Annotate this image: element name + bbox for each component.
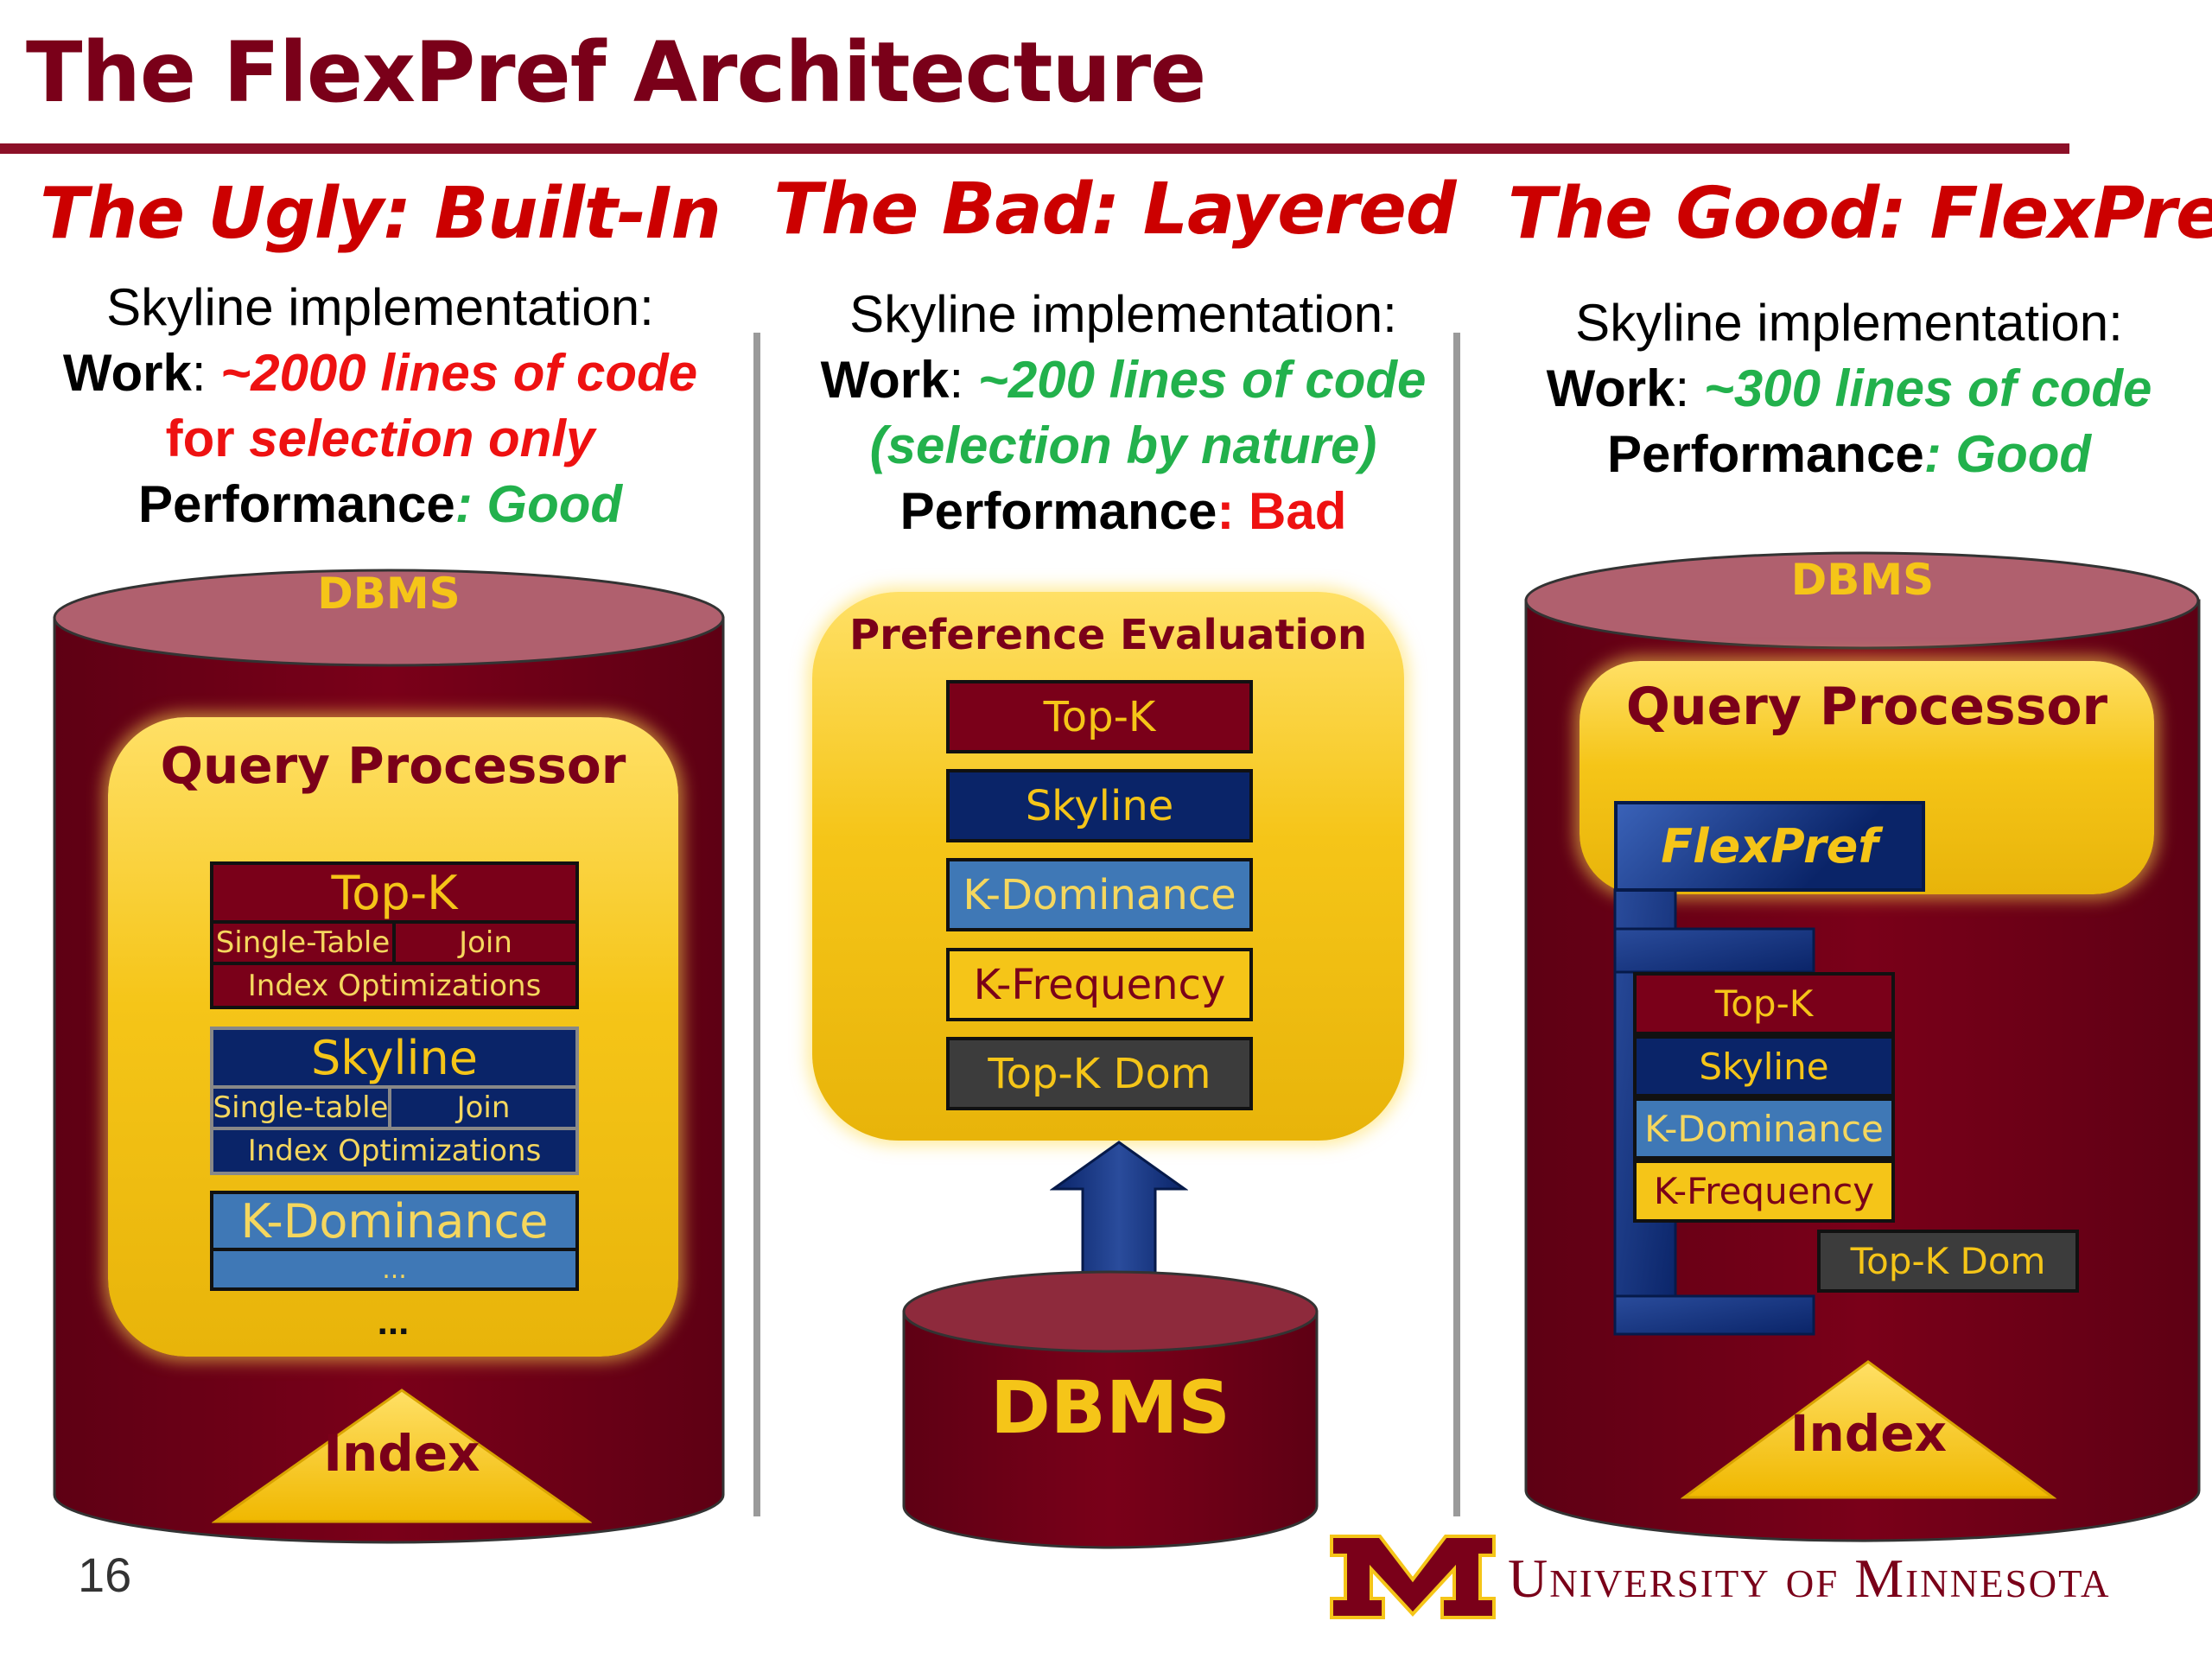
builtin-kdom-more: ... bbox=[210, 1248, 579, 1291]
layered-item-skyline: Skyline bbox=[946, 769, 1253, 842]
divider-left bbox=[753, 333, 760, 1516]
builtin-index-triangle bbox=[212, 1389, 592, 1523]
flexpref-index-label: Index bbox=[1789, 1404, 1948, 1463]
desc-ugly-work-extra: for selection only bbox=[165, 410, 595, 467]
layered-pe-label: Preference Evaluation bbox=[849, 611, 1367, 659]
flexpref-index-triangle bbox=[1681, 1360, 2056, 1499]
flexpref-qp-label: Query Processor bbox=[1625, 677, 2108, 737]
builtin-topk-single: Single-Table bbox=[210, 920, 396, 965]
desc-bad-line1: Skyline implementation: bbox=[849, 285, 1397, 343]
heading-ugly: The Ugly: Built-In bbox=[40, 173, 721, 255]
desc-good-work: Work: ~300 lines of code bbox=[1546, 359, 2152, 417]
flexpref-item-topk: Top-K bbox=[1633, 972, 1895, 1035]
builtin-topk-join: Join bbox=[392, 920, 579, 965]
builtin-topk: Top-K bbox=[210, 861, 579, 924]
flexpref-box: FlexPref bbox=[1614, 801, 1925, 892]
builtin-topk-index: Index Optimizations bbox=[210, 962, 579, 1009]
builtin-query-processor: Query Processor bbox=[108, 717, 678, 1357]
builtin-sky-single: Single-table bbox=[210, 1085, 391, 1130]
builtin-sky-index: Index Optimizations bbox=[210, 1127, 579, 1175]
builtin-qp-label: Query Processor bbox=[160, 736, 626, 795]
desc-bad-work-extra: (selection by nature) bbox=[869, 416, 1377, 474]
flexpref-item-kfrequency: K-Frequency bbox=[1633, 1160, 1895, 1223]
flexpref-item-topk-dom: Top-K Dom bbox=[1817, 1230, 2079, 1293]
page-number: 16 bbox=[78, 1548, 132, 1602]
desc-bad: Skyline implementation: Work: ~200 lines… bbox=[760, 282, 1486, 544]
desc-ugly-perf: Performance: Good bbox=[137, 475, 623, 533]
builtin-kdominance: K-Dominance bbox=[210, 1191, 579, 1251]
desc-bad-perf: Performance: Bad bbox=[899, 482, 1347, 540]
title-rule bbox=[0, 143, 2069, 154]
divider-right bbox=[1453, 333, 1460, 1516]
layered-item-kfrequency: K-Frequency bbox=[946, 948, 1253, 1021]
desc-ugly: Skyline implementation: Work: ~2000 line… bbox=[17, 275, 743, 537]
layered-item-topk: Top-K bbox=[946, 680, 1253, 753]
desc-good: Skyline implementation: Work: ~300 lines… bbox=[1486, 290, 2212, 487]
layered-dbms-cylinder bbox=[902, 1270, 1319, 1549]
builtin-dbms-label: DBMS bbox=[317, 569, 461, 619]
heading-good: The Good: FlexPref bbox=[1508, 173, 2212, 255]
desc-ugly-line1: Skyline implementation: bbox=[106, 278, 654, 336]
umn-m-logo bbox=[1330, 1535, 1496, 1619]
desc-good-line1: Skyline implementation: bbox=[1575, 294, 2123, 352]
builtin-sky-join: Join bbox=[388, 1085, 579, 1130]
flexpref-item-kdominance: K-Dominance bbox=[1633, 1097, 1895, 1160]
heading-bad: The Bad: Layered bbox=[773, 168, 1456, 251]
layered-item-kdominance: K-Dominance bbox=[946, 858, 1253, 931]
page-title: The FlexPref Architecture bbox=[26, 24, 1206, 121]
builtin-more: ... bbox=[377, 1300, 410, 1343]
desc-ugly-work: Work: ~2000 lines of code bbox=[62, 344, 698, 402]
flexpref-dbms-label: DBMS bbox=[1790, 555, 1935, 605]
builtin-skyline: Skyline bbox=[210, 1027, 579, 1089]
builtin-index-label: Index bbox=[323, 1424, 480, 1483]
layered-item-topk-dom: Top-K Dom bbox=[946, 1037, 1253, 1110]
desc-good-perf: Performance: Good bbox=[1606, 425, 2092, 483]
layered-dbms-label: DBMS bbox=[990, 1365, 1230, 1450]
desc-bad-work: Work: ~200 lines of code bbox=[820, 351, 1427, 409]
university-name: University of Minnesota bbox=[1508, 1548, 2111, 1609]
flexpref-item-skyline: Skyline bbox=[1633, 1035, 1895, 1097]
